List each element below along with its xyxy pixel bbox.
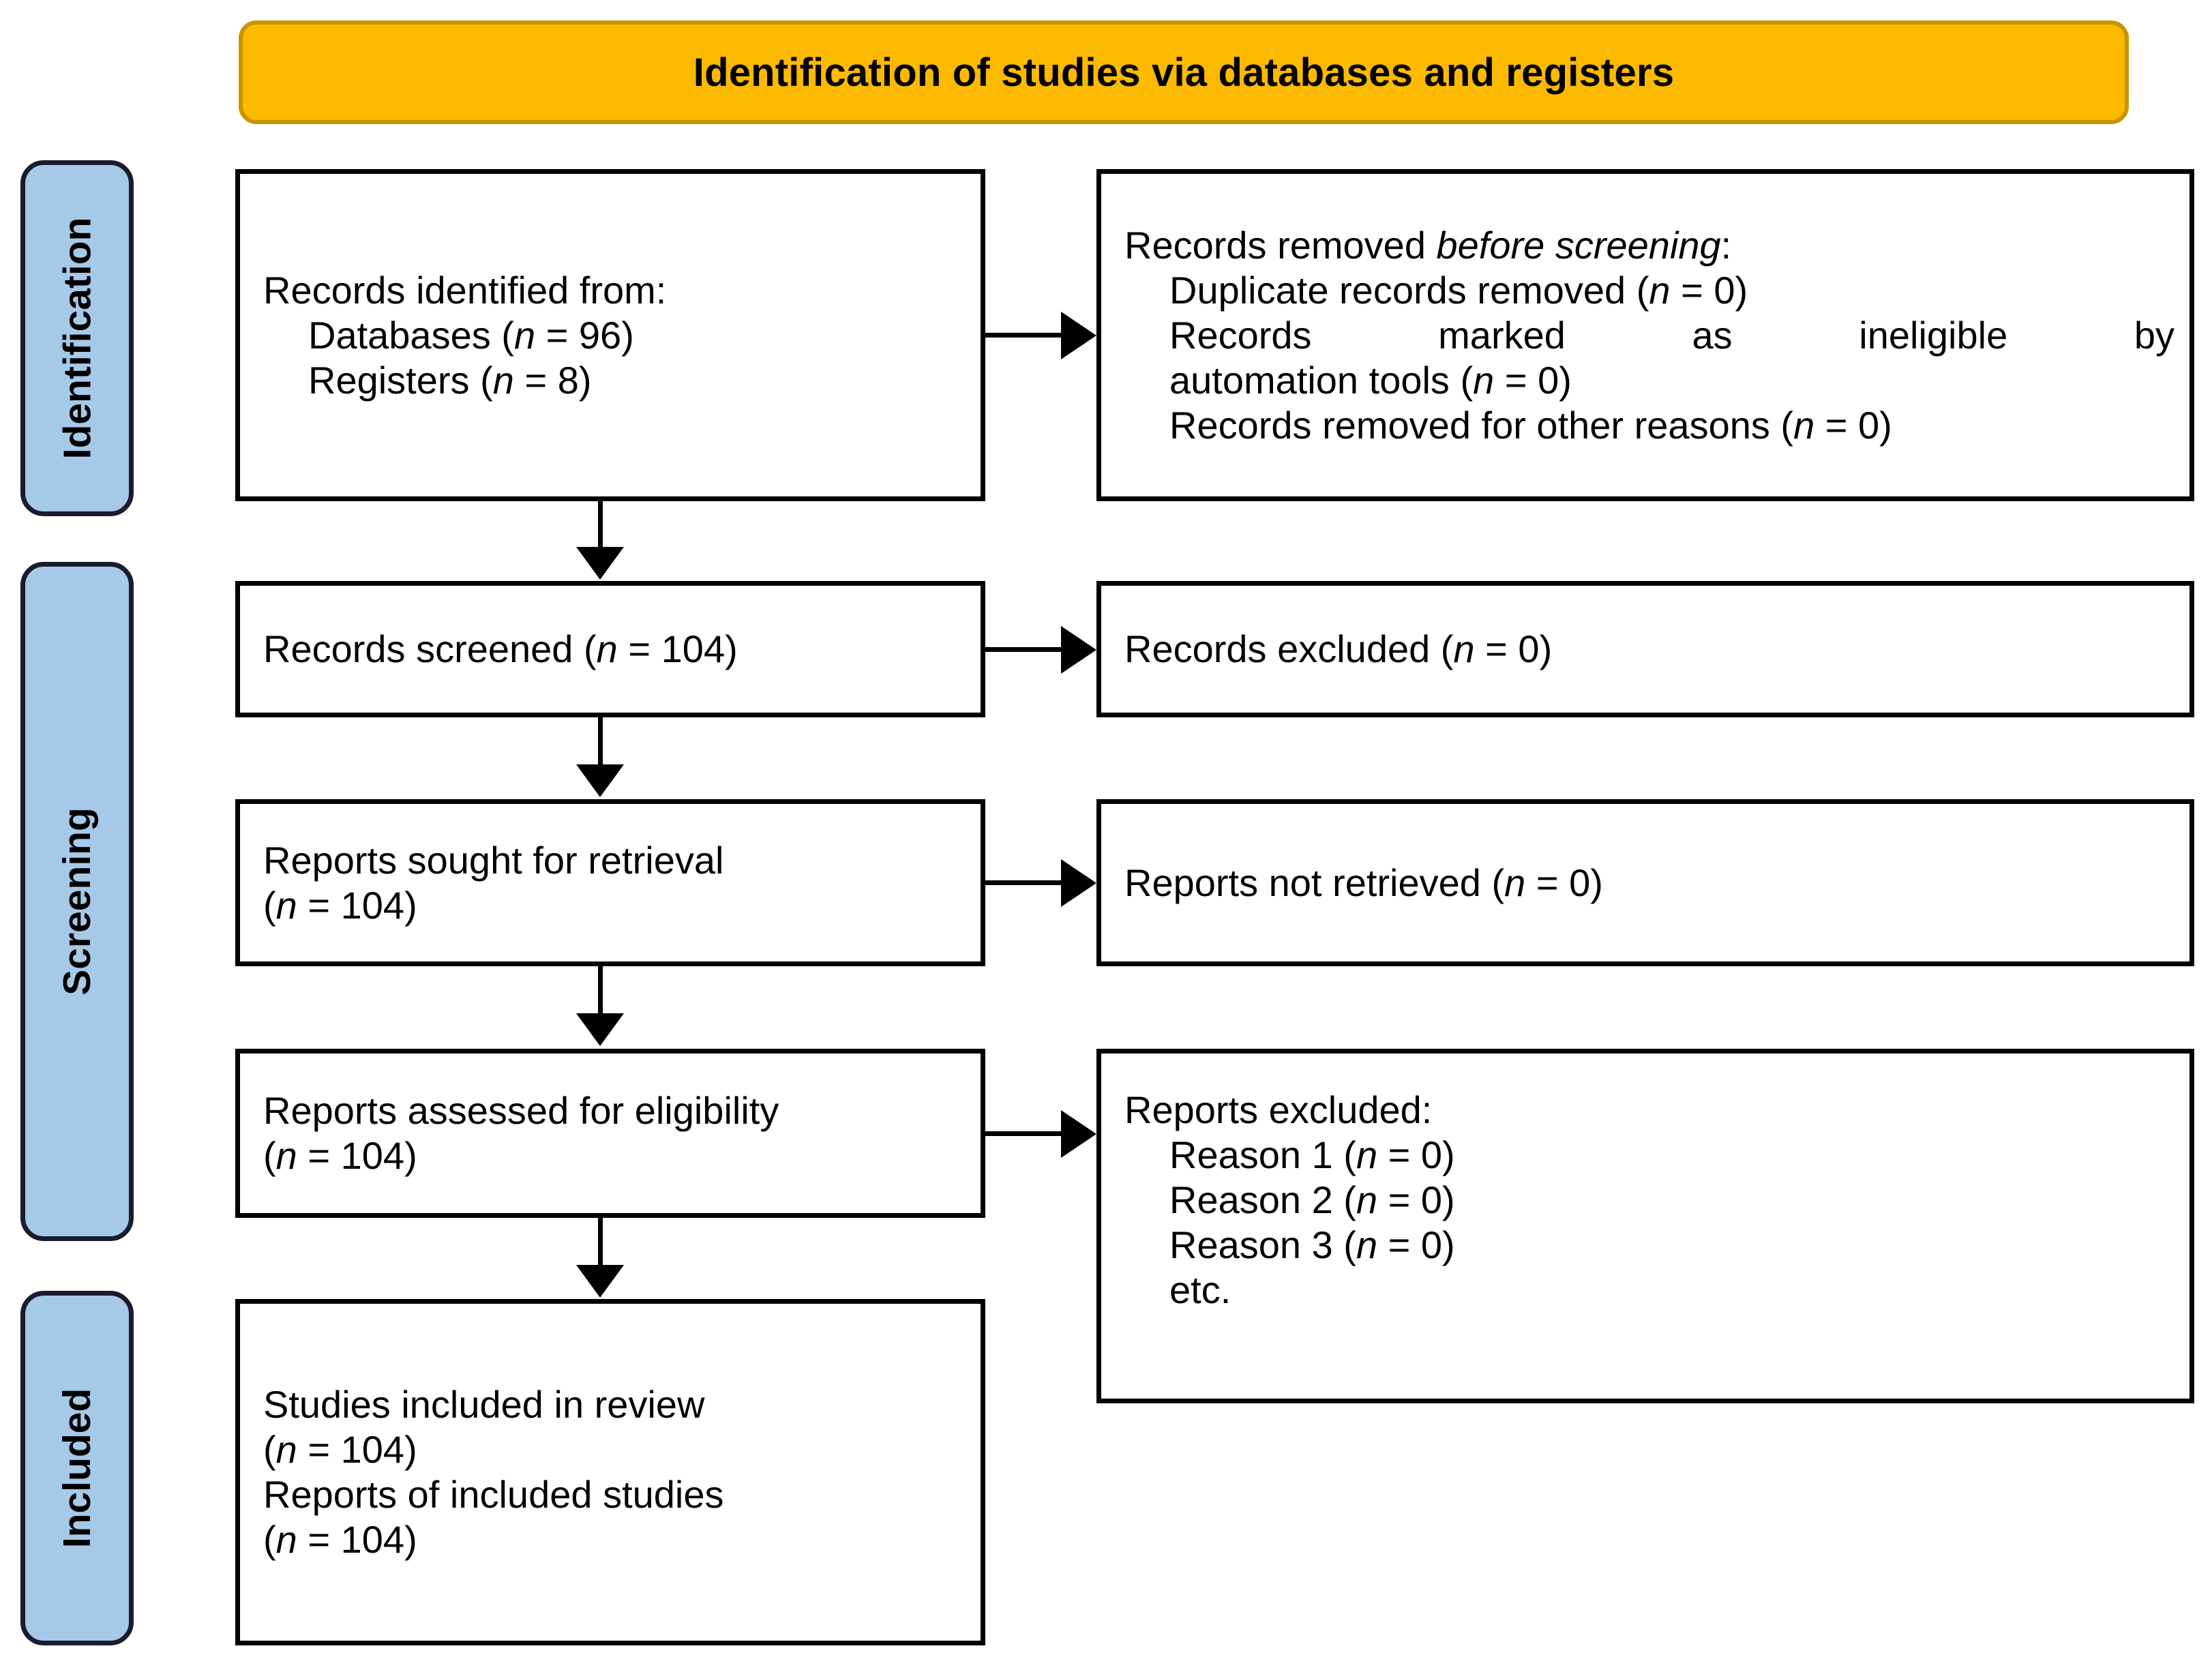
connector-sought-to-assessed-arrowhead xyxy=(576,1013,624,1046)
records-screened-line: Records screened (n = 104) xyxy=(263,627,738,670)
records-identified-databases: Databases (n = 96) xyxy=(308,313,634,357)
box-records-identified-text: Records identified from: Databases (n = … xyxy=(263,267,966,402)
connector-screened-to-sought-arrowhead xyxy=(576,764,624,797)
stage-tab-screening: Screening xyxy=(20,562,134,1241)
connector-assessed-to-included-arrowhead xyxy=(576,1265,624,1298)
records-removed-other-reasons: Records removed for other reasons (n = 0… xyxy=(1169,403,1892,447)
reports-excluded-reason-3: Reason 3 (n = 0) xyxy=(1169,1223,1455,1267)
records-removed-ineligible-line2: automation tools (n = 0) xyxy=(1169,358,1572,402)
studies-included-line-4: (n = 104) xyxy=(263,1518,417,1562)
records-identified-line-1: Records identified from: xyxy=(263,268,667,312)
box-reports-excluded: Reports excluded: Reason 1 (n = 0) Reaso… xyxy=(1096,1049,2194,1403)
box-reports-not-retrieved-text: Reports not retrieved (n = 0) xyxy=(1124,860,2174,905)
reports-sought-line-2: (n = 104) xyxy=(263,883,417,927)
reports-excluded-heading: Reports excluded: xyxy=(1124,1088,1433,1131)
box-reports-sought-text: Reports sought for retrieval (n = 104) xyxy=(263,837,966,927)
studies-included-line-2: (n = 104) xyxy=(263,1427,417,1471)
reports-assessed-line-1: Reports assessed for eligibility xyxy=(263,1088,779,1132)
connector-screened-to-excluded-line xyxy=(985,647,1071,652)
box-records-excluded: Records excluded (n = 0) xyxy=(1096,581,2194,717)
box-reports-not-retrieved: Reports not retrieved (n = 0) xyxy=(1096,799,2194,966)
connector-sought-to-not-retrieved-arrowhead xyxy=(1061,859,1096,907)
connector-assessed-to-reports-excluded-line xyxy=(985,1131,1071,1136)
box-reports-assessed-for-eligibility: Reports assessed for eligibility (n = 10… xyxy=(235,1049,985,1218)
connector-sought-to-not-retrieved-line xyxy=(985,880,1071,885)
page-title: Identification of studies via databases … xyxy=(693,50,1675,95)
box-records-identified: Records identified from: Databases (n = … xyxy=(235,169,985,501)
stage-tab-identification: Identification xyxy=(20,160,134,516)
connector-identified-to-screened-arrowhead xyxy=(576,547,624,580)
box-records-screened: Records screened (n = 104) xyxy=(235,581,985,717)
stage-tab-identification-label: Identification xyxy=(55,217,100,460)
reports-excluded-etc: etc. xyxy=(1169,1268,1231,1312)
connector-assessed-to-reports-excluded-arrowhead xyxy=(1061,1110,1096,1158)
box-reports-excluded-text: Reports excluded: Reason 1 (n = 0) Reaso… xyxy=(1124,1088,2174,1313)
reports-excluded-reason-2: Reason 2 (n = 0) xyxy=(1169,1178,1455,1222)
diagram-header-banner: Identification of studies via databases … xyxy=(239,20,2129,124)
box-records-screened-text: Records screened (n = 104) xyxy=(263,627,966,672)
box-reports-sought-for-retrieval: Reports sought for retrieval (n = 104) xyxy=(235,799,985,966)
stage-tab-included: Included xyxy=(20,1291,134,1645)
connector-screened-to-excluded-arrowhead xyxy=(1061,626,1096,674)
stage-tab-screening-label: Screening xyxy=(55,807,99,996)
connector-assessed-to-included-line xyxy=(598,1218,603,1267)
stage-tab-included-label: Included xyxy=(55,1388,100,1549)
connector-screened-to-sought-line xyxy=(598,717,603,766)
reports-assessed-line-2: (n = 104) xyxy=(263,1134,417,1177)
connector-sought-to-assessed-line xyxy=(598,966,603,1015)
records-removed-heading: Records removed before screening: xyxy=(1124,223,1732,267)
studies-included-line-3: Reports of included studies xyxy=(263,1473,724,1516)
reports-sought-line-1: Reports sought for retrieval xyxy=(263,838,724,882)
box-records-removed-before-screening: Records removed before screening: Duplic… xyxy=(1096,169,2194,501)
box-reports-assessed-text: Reports assessed for eligibility (n = 10… xyxy=(263,1088,966,1178)
connector-identified-to-removed-arrowhead xyxy=(1061,312,1096,359)
reports-excluded-reason-1: Reason 1 (n = 0) xyxy=(1169,1133,1455,1177)
box-records-excluded-text: Records excluded (n = 0) xyxy=(1124,627,2174,672)
box-records-removed-text: Records removed before screening: Duplic… xyxy=(1124,222,2174,447)
records-excluded-line: Records excluded (n = 0) xyxy=(1124,627,1553,670)
box-studies-included-text: Studies included in review (n = 104) Rep… xyxy=(263,1382,966,1562)
connector-identified-to-removed-line xyxy=(985,333,1071,338)
records-identified-registers: Registers (n = 8) xyxy=(308,358,592,402)
reports-not-retrieved-line: Reports not retrieved (n = 0) xyxy=(1124,861,1603,904)
box-studies-included-in-review: Studies included in review (n = 104) Rep… xyxy=(235,1299,985,1645)
connector-identified-to-screened-line xyxy=(598,501,603,549)
records-removed-ineligible-line1: Records marked as ineligible by xyxy=(1169,313,2174,357)
records-removed-duplicates: Duplicate records removed (n = 0) xyxy=(1169,268,1748,312)
studies-included-line-1: Studies included in review xyxy=(263,1382,705,1426)
